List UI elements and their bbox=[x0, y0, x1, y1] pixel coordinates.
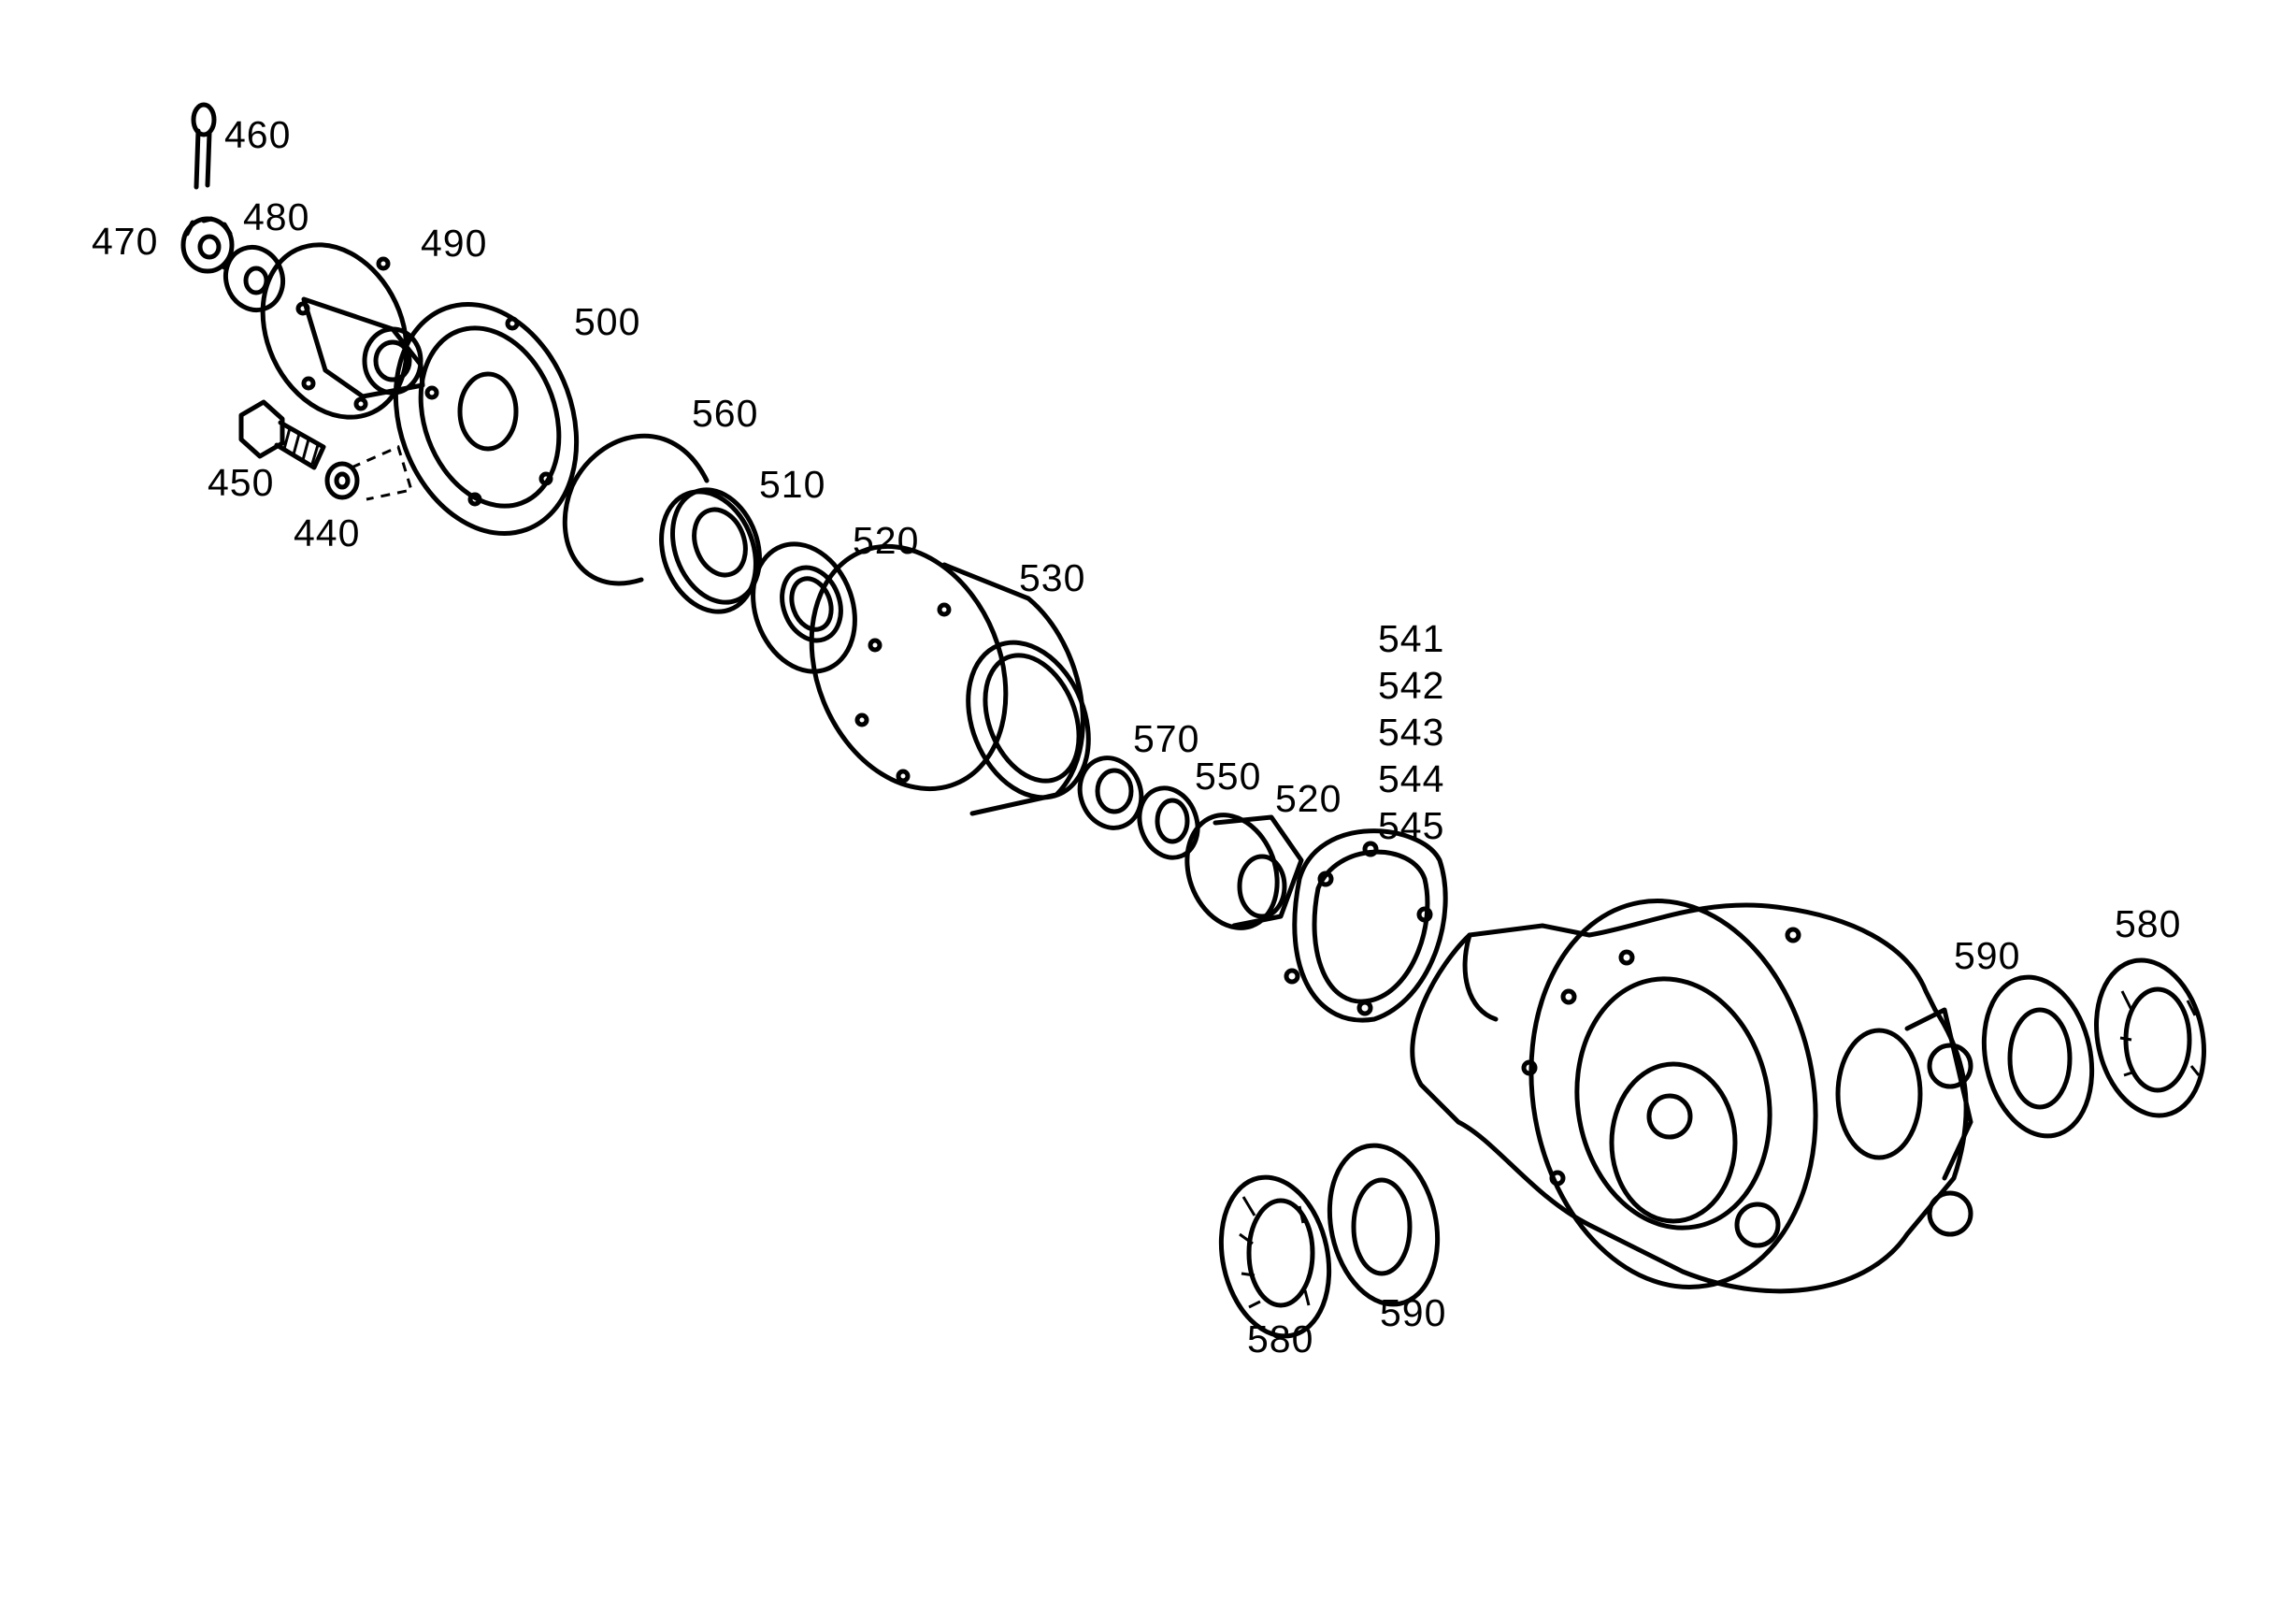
callout-440: 440 bbox=[294, 511, 361, 554]
callout-520-upper: 520 bbox=[853, 519, 920, 562]
callout-542: 542 bbox=[1378, 664, 1445, 707]
part-590-bearing-lower-left bbox=[1327, 1143, 1441, 1307]
callout-590-lower: 590 bbox=[1380, 1291, 1447, 1334]
callout-580-right: 580 bbox=[2115, 902, 2182, 945]
part-560-snap-ring bbox=[562, 433, 710, 586]
part-440-washer bbox=[324, 444, 413, 501]
part-541-545-gasket-shims bbox=[1284, 828, 1448, 1023]
callout-543: 543 bbox=[1378, 711, 1445, 754]
part-550-tapered-bearing bbox=[1184, 813, 1304, 930]
callout-541: 541 bbox=[1378, 617, 1445, 660]
callout-480: 480 bbox=[243, 195, 310, 238]
callout-550: 550 bbox=[1195, 755, 1262, 798]
callout-490: 490 bbox=[421, 222, 488, 265]
callout-450: 450 bbox=[208, 461, 275, 504]
callout-560: 560 bbox=[692, 392, 759, 435]
part-490-flange bbox=[260, 242, 425, 420]
callout-590-right: 590 bbox=[1954, 934, 2021, 977]
callout-580-lower: 580 bbox=[1247, 1317, 1314, 1360]
differential-housing bbox=[1410, 899, 1973, 1294]
part-510-seal bbox=[659, 487, 762, 614]
callout-544: 544 bbox=[1378, 757, 1445, 800]
part-480-washer bbox=[223, 244, 285, 313]
part-590-bearing-right bbox=[1981, 974, 2095, 1139]
callout-510: 510 bbox=[759, 463, 826, 506]
callout-500: 500 bbox=[574, 300, 641, 343]
part-530-housing bbox=[809, 543, 1091, 816]
part-570-spacer-rings bbox=[1077, 756, 1200, 860]
part-500-cover bbox=[393, 301, 580, 537]
part-520-bearing-left bbox=[751, 541, 857, 674]
callout-570: 570 bbox=[1133, 717, 1200, 760]
callout-545: 545 bbox=[1378, 804, 1445, 847]
part-450-bolt bbox=[238, 399, 326, 470]
callout-stack-541-545: 541 542 543 544 545 bbox=[1378, 615, 1444, 849]
callout-460: 460 bbox=[224, 113, 292, 156]
part-580-tapered-roller-bearing-left bbox=[1218, 1174, 1332, 1339]
part-470-castle-nut bbox=[180, 216, 235, 274]
callout-520-lower: 520 bbox=[1275, 777, 1342, 820]
callout-470: 470 bbox=[92, 220, 159, 263]
callout-530: 530 bbox=[1019, 556, 1086, 599]
part-460-cotter-pin bbox=[191, 102, 217, 190]
part-580-tapered-roller-bearing-right bbox=[2094, 957, 2206, 1118]
